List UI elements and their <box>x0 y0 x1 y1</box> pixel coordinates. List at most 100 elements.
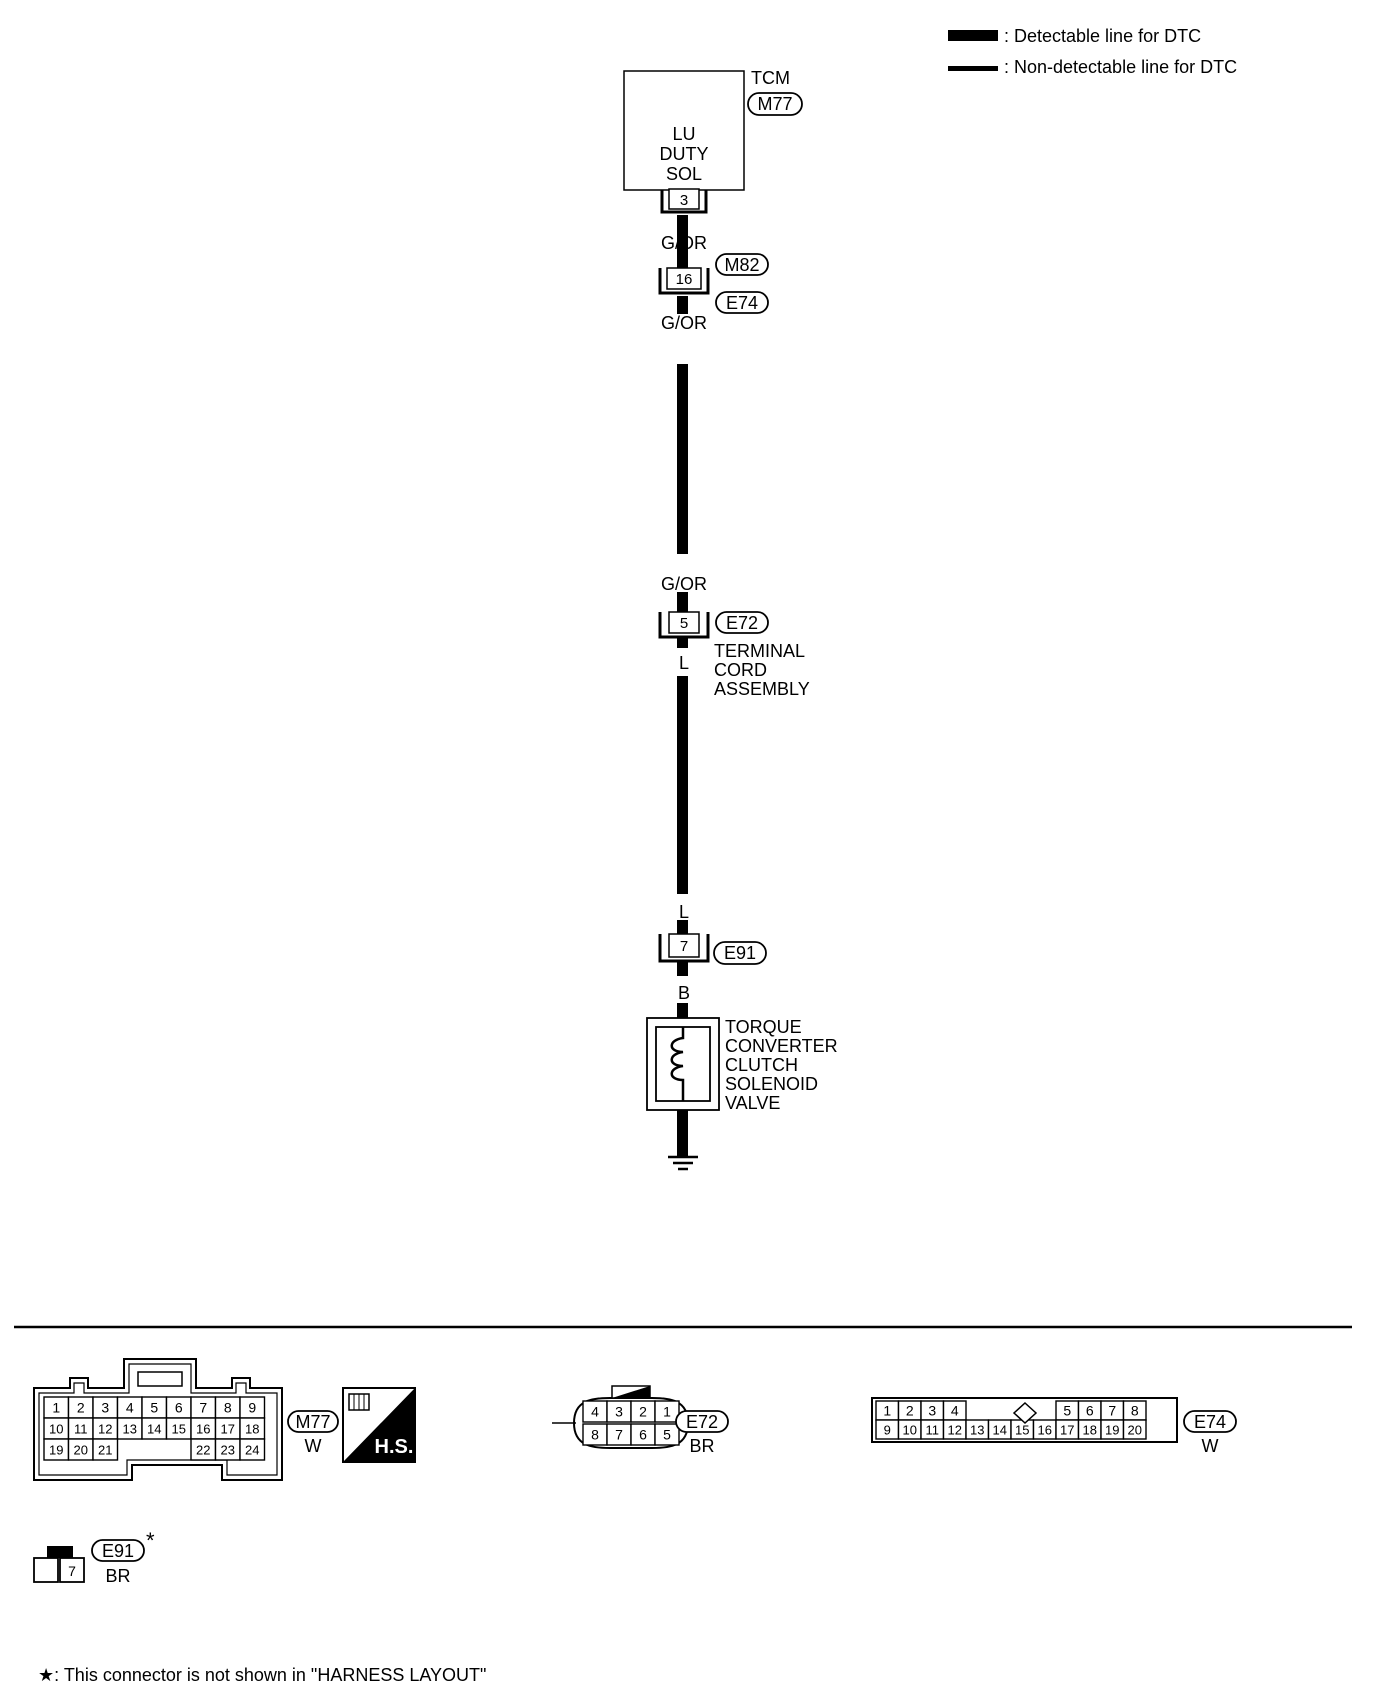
m77-pin-16-label: 16 <box>196 1422 210 1437</box>
m77-pin-5-label: 5 <box>150 1400 158 1416</box>
solenoid-label-4: SOLENOID <box>725 1074 818 1094</box>
m77-pin-22-label: 22 <box>196 1443 210 1458</box>
e72-pin-6-label: 6 <box>639 1427 647 1443</box>
e72-terminal-number: 5 <box>680 615 688 632</box>
m77-pin-21-label: 21 <box>98 1443 112 1458</box>
e72-view-color: BR <box>689 1436 714 1456</box>
e72-pin-5-cell <box>654 1423 680 1446</box>
wire-color-e91-out: B <box>678 983 690 1003</box>
tcm-connector-badge <box>747 92 803 116</box>
e91-connector-badge <box>713 941 767 965</box>
legend: : Detectable line for DTC : Non-detectab… <box>948 26 1237 77</box>
e72-view-id: E72 <box>686 1412 718 1432</box>
e91-view-id: E91 <box>102 1541 134 1561</box>
e72-pin-5-label: 5 <box>663 1427 671 1443</box>
wire-segment-e72-in <box>677 592 688 612</box>
hs-badge-text: H.S. <box>375 1436 414 1458</box>
e74-pin-4-label: 4 <box>951 1403 959 1419</box>
connector-e91: 7 E91 <box>658 933 767 965</box>
e72-terminal-box <box>668 611 700 634</box>
tcm-terminal-bracket <box>660 190 708 214</box>
tcm-label: TCM <box>751 68 790 88</box>
m77-pin-13-label: 13 <box>123 1422 137 1437</box>
e74-view-id: E74 <box>1194 1412 1226 1432</box>
solenoid-label-3: CLUTCH <box>725 1055 798 1075</box>
tcm-function-line-3: SOL <box>666 164 702 184</box>
m77-pin-14-label: 14 <box>147 1422 161 1437</box>
e74-pin-3-label: 3 <box>928 1403 936 1419</box>
non-detectable-line-swatch <box>948 66 998 71</box>
tcm-function-line-1: LU <box>672 124 695 144</box>
e91-bracket <box>658 934 710 963</box>
tcm-terminal-box <box>668 188 700 210</box>
tcm-terminal-number: 3 <box>680 192 688 209</box>
e72-view-badge <box>675 1410 729 1433</box>
tcm-unit: TCM M77 LU DUTY SOL 3 <box>623 68 803 214</box>
m77-pin-24-cell <box>239 1438 266 1461</box>
e72-pin-1-label: 1 <box>663 1404 671 1420</box>
joint-terminal-box <box>666 267 702 290</box>
e74-connector-id: E74 <box>726 293 758 313</box>
m77-pin-1-label: 1 <box>52 1400 60 1416</box>
m77-pin-23-label: 23 <box>221 1443 235 1458</box>
e91-terminal-box <box>668 933 700 958</box>
e91-view-color: BR <box>105 1566 130 1586</box>
e74-pin-7-label: 7 <box>1108 1403 1116 1419</box>
e74-pin-8-label: 8 <box>1131 1403 1139 1419</box>
e91-view-star: * <box>146 1528 155 1553</box>
m77-view-id: M77 <box>295 1412 330 1432</box>
e74-pin-13-label: 13 <box>970 1423 984 1438</box>
e74-pin-5-label: 5 <box>1063 1403 1071 1419</box>
e74-pin-16-label: 16 <box>1038 1423 1052 1438</box>
e74-pin-2-label: 2 <box>906 1403 914 1419</box>
e74-key-diamond <box>1012 1401 1038 1425</box>
tcm-function-line-2: DUTY <box>660 144 709 164</box>
e72-pin-2-label: 2 <box>639 1404 647 1420</box>
wire-color-tcm-out: G/OR <box>661 233 707 253</box>
e74-pin-17-label: 17 <box>1060 1423 1074 1438</box>
e91-view-badge <box>91 1539 145 1562</box>
wire-color-to-e72: G/OR <box>661 574 707 594</box>
e74-view-color: W <box>1202 1436 1219 1456</box>
m77-pin-15-label: 15 <box>172 1422 186 1437</box>
e74-pin-10-label: 10 <box>903 1423 917 1438</box>
hand-icon <box>348 1393 370 1411</box>
e91-view-pin-number: 7 <box>68 1563 76 1579</box>
m77-pin-3-label: 3 <box>101 1400 109 1416</box>
e74-pin-18-label: 18 <box>1083 1423 1097 1438</box>
m77-pin-20-label: 20 <box>74 1443 88 1458</box>
e74-pin-6-label: 6 <box>1086 1403 1094 1419</box>
e74-pin-9-label: 9 <box>884 1423 891 1438</box>
wire-color-e72-out: L <box>679 653 689 673</box>
e74-pin-15-label: 15 <box>1015 1423 1029 1438</box>
m77-pin-7-label: 7 <box>199 1400 207 1416</box>
hs-badge: H.S. <box>342 1387 416 1463</box>
joint-terminal-number: 16 <box>676 271 693 288</box>
m82-connector-badge <box>715 253 769 276</box>
e72-pin-1-cell <box>654 1400 680 1423</box>
joint-connector-m82-e74: 16 M82 E74 <box>658 253 769 314</box>
e72-connector-id: E72 <box>726 613 758 633</box>
m77-pin-4-label: 4 <box>126 1400 134 1416</box>
e74-pin-1-label: 1 <box>883 1403 891 1419</box>
e91-connector-id: E91 <box>724 943 756 963</box>
e74-pin-11-label: 11 <box>926 1423 940 1438</box>
e74-pin-20-label: 20 <box>1128 1423 1142 1438</box>
e72-pin-8-label: 8 <box>591 1427 599 1443</box>
m77-view-badge <box>287 1410 339 1433</box>
m77-latch <box>137 1371 183 1387</box>
wire-segment-to-solenoid <box>677 1003 688 1019</box>
solenoid-label-2: CONVERTER <box>725 1036 838 1056</box>
e72-connector-badge <box>715 611 769 634</box>
e72-pin-3-label: 3 <box>615 1404 623 1420</box>
e91-connector-view: 7 E91 * BR <box>33 1528 155 1586</box>
m77-pin-21-cell <box>92 1438 119 1461</box>
legend-non-detectable-text: : Non-detectable line for DTC <box>1004 57 1237 77</box>
m77-pin-10-label: 10 <box>49 1422 63 1437</box>
solenoid-label-5: VALVE <box>725 1093 780 1113</box>
e74-pin-12-label: 12 <box>948 1423 962 1438</box>
